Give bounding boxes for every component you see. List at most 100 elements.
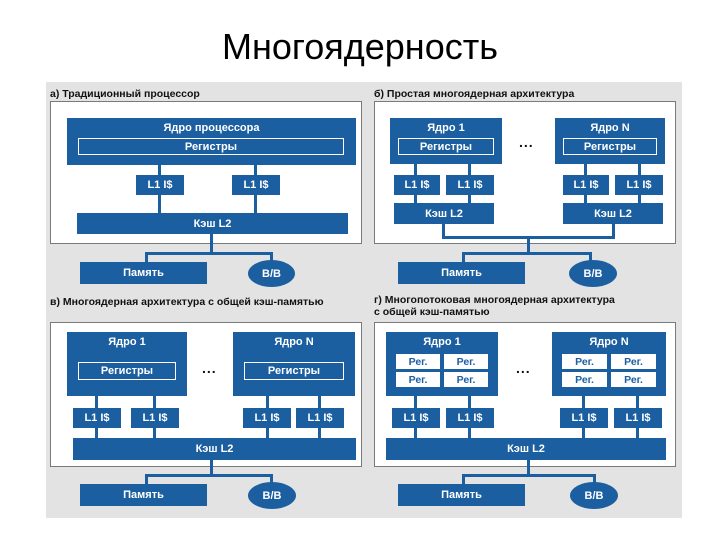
line <box>145 252 148 262</box>
panel-c-core-1: Ядро 1 Регистры <box>67 332 187 396</box>
panel-c-l1-1: L1 I$ <box>73 408 121 428</box>
panel-a-io: В/В <box>248 260 295 287</box>
line <box>210 460 213 476</box>
line <box>254 195 257 213</box>
slide-title: Многоядерность <box>222 26 498 67</box>
line <box>95 396 98 408</box>
panel-d-l1-2: L1 I$ <box>446 408 494 428</box>
line <box>584 195 587 203</box>
panel-b-caption: б) Простая многоядерная архитектура <box>374 88 575 100</box>
line <box>582 396 585 408</box>
line <box>593 474 596 484</box>
panel-c-l1-3: L1 I$ <box>243 408 291 428</box>
panel-d-core-n: Ядро N Рег. Рег. Рег. Рег. <box>552 332 666 396</box>
line <box>638 164 641 175</box>
panel-a-l2-cache: Кэш L2 <box>77 213 348 234</box>
line <box>462 474 465 484</box>
panel-d-caption-line-1: г) Многопотоковая многоядерная архитекту… <box>374 294 615 306</box>
panel-a-registers: Регистры <box>78 138 344 155</box>
line <box>468 428 471 438</box>
panel-c-memory: Память <box>80 484 207 506</box>
line <box>636 428 639 438</box>
panel-c-l2-cache: Кэш L2 <box>73 438 356 460</box>
line <box>468 396 471 408</box>
line <box>254 165 257 175</box>
panel-c-core-1-label: Ядро 1 <box>108 336 146 348</box>
panel-c-registers-n: Регистры <box>244 362 344 380</box>
panel-d-ellipsis: ... <box>516 360 531 376</box>
panel-d-core-1-reg-3: Рег. <box>396 372 440 387</box>
panel-d-core-1-reg-1: Рег. <box>396 354 440 369</box>
line <box>462 252 465 262</box>
panel-b-l1-1: L1 I$ <box>394 175 440 195</box>
panel-a-l1-right: L1 I$ <box>232 175 280 195</box>
panel-d-core-n-reg-4: Рег. <box>611 372 656 387</box>
line <box>153 428 156 438</box>
panel-b-l1-2: L1 I$ <box>446 175 494 195</box>
panel-c-core-n: Ядро N Регистры <box>233 332 355 396</box>
line <box>318 396 321 408</box>
line <box>414 164 417 175</box>
panel-b-core-n-label: Ядро N <box>590 122 630 134</box>
panel-d-core-n-label: Ядро N <box>589 336 629 348</box>
line <box>266 396 269 408</box>
panel-b-core-n: Ядро N Регистры <box>555 118 665 164</box>
line <box>158 195 161 213</box>
panel-c-caption: в) Многоядерная архитектура с общей кэш-… <box>50 296 324 308</box>
line <box>442 224 445 238</box>
panel-c-io: В/В <box>248 482 296 509</box>
line <box>527 236 530 254</box>
panel-a-l1-left: L1 I$ <box>136 175 184 195</box>
line <box>414 428 417 438</box>
panel-c-registers-1: Регистры <box>78 362 176 380</box>
line <box>270 474 273 484</box>
panel-d-l2-cache: Кэш L2 <box>386 438 666 460</box>
panel-a-caption: а) Традиционный процессор <box>50 88 200 100</box>
panel-a-core: Ядро процессора Регистры <box>67 118 356 165</box>
panel-c-core-n-label: Ядро N <box>274 336 314 348</box>
panel-c-l1-4: L1 I$ <box>296 408 344 428</box>
panel-b-registers-n: Регистры <box>563 138 657 155</box>
line <box>414 396 417 408</box>
line <box>582 428 585 438</box>
panel-b-l2-left: Кэш L2 <box>394 203 494 224</box>
panel-a-core-label: Ядро процессора <box>163 122 260 134</box>
line <box>270 252 273 262</box>
panel-b-io: В/В <box>569 260 617 287</box>
panel-b-ellipsis: ... <box>519 134 534 150</box>
line <box>636 396 639 408</box>
panel-d-core-n-reg-1: Рег. <box>562 354 607 369</box>
panel-c-ellipsis: ... <box>202 360 217 376</box>
panel-d-core-n-reg-3: Рег. <box>562 372 607 387</box>
line <box>153 396 156 408</box>
line <box>589 252 592 262</box>
panel-b-l2-right: Кэш L2 <box>563 203 663 224</box>
panel-d-memory: Память <box>398 484 525 506</box>
line <box>318 428 321 438</box>
line <box>414 195 417 203</box>
panel-b-l1-3: L1 I$ <box>563 175 609 195</box>
panel-d-core-1-reg-2: Рег. <box>444 354 488 369</box>
line <box>527 460 530 476</box>
panel-d-core-n-reg-2: Рег. <box>611 354 656 369</box>
panel-a-memory: Память <box>80 262 207 284</box>
line <box>612 224 615 238</box>
line <box>266 428 269 438</box>
panel-d-core-1-reg-4: Рег. <box>444 372 488 387</box>
line <box>462 474 596 477</box>
panel-d-l1-3: L1 I$ <box>560 408 608 428</box>
panel-d-core-1-label: Ядро 1 <box>423 336 461 348</box>
panel-d-core-1: Ядро 1 Рег. Рег. Рег. Рег. <box>386 332 498 396</box>
line <box>158 165 161 175</box>
line <box>145 474 148 484</box>
line <box>210 234 213 254</box>
line <box>95 428 98 438</box>
line <box>462 252 592 255</box>
line <box>145 474 273 477</box>
panel-d-io: В/В <box>570 482 618 509</box>
line <box>468 195 471 203</box>
panel-b-l1-4: L1 I$ <box>615 175 663 195</box>
panel-d-l1-1: L1 I$ <box>392 408 440 428</box>
panel-d-caption-line-2: с общей кэш-памятью <box>374 306 490 318</box>
panel-b-memory: Память <box>398 262 525 284</box>
